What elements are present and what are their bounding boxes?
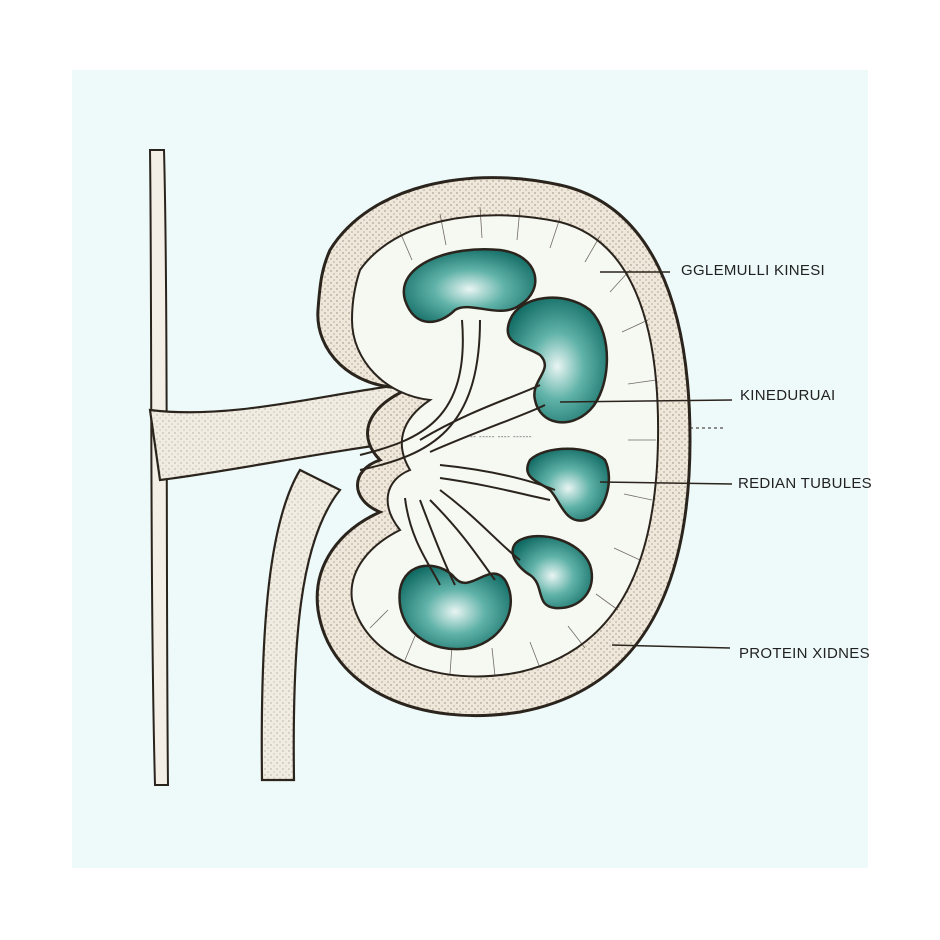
calyx-2: [506, 296, 609, 424]
leader-lines: [559, 271, 733, 649]
label-redian-tubules: REDIAN TUBULES: [738, 475, 872, 492]
label-small-annotation: -- ----- ---- ------: [470, 432, 532, 441]
calyx-1: [402, 248, 537, 324]
label-protein-xidnes: PROTEIN XIDNES: [739, 645, 870, 662]
label-gglemulli-kinesi: GGLEMULLI KINESI: [681, 262, 826, 279]
medullary-striations: [369, 206, 657, 677]
label-kineduruai: KINEDURUAI: [740, 387, 836, 404]
calyx-4: [511, 535, 593, 610]
calyx-5: [398, 564, 513, 651]
renal-pelvis-branches: [359, 319, 556, 586]
